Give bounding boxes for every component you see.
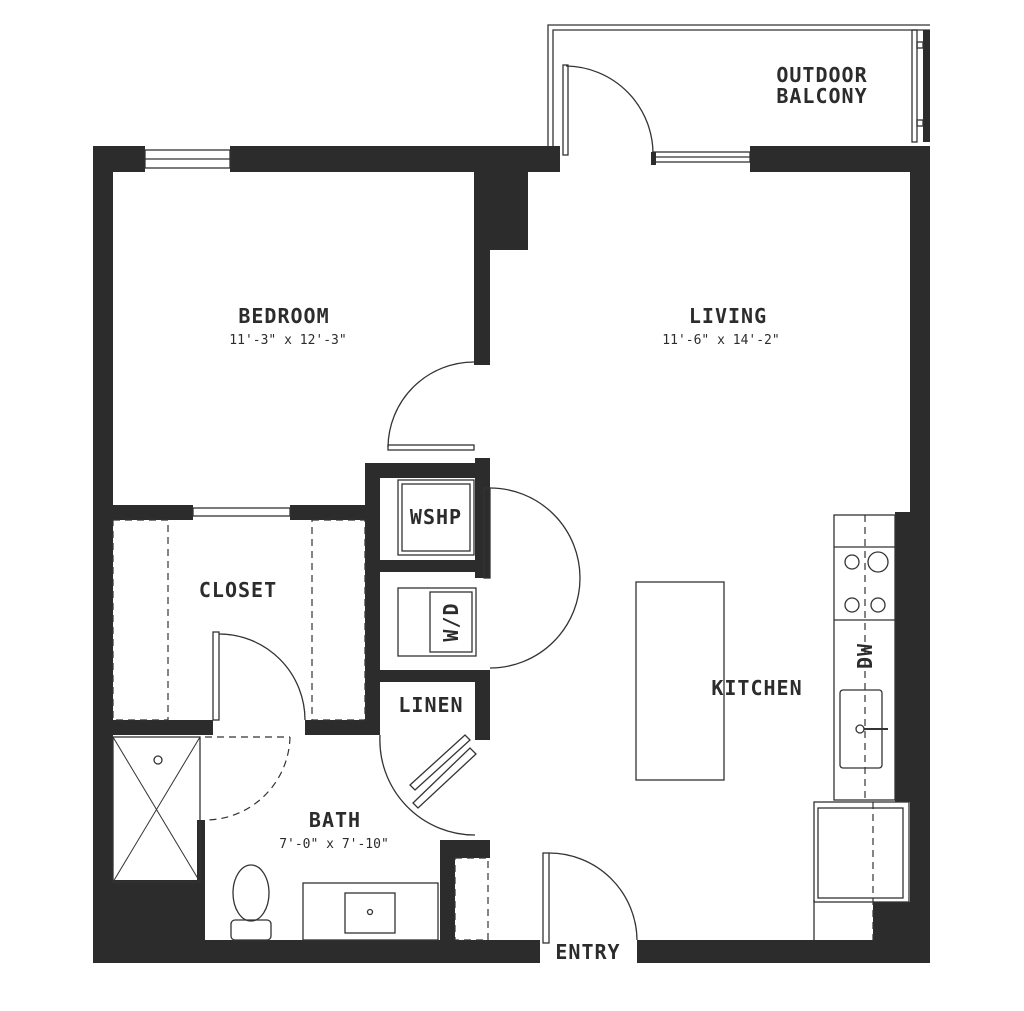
bath-label: BATH	[309, 808, 361, 832]
entry-label: ENTRY	[555, 940, 620, 964]
kitchen-sink	[839, 689, 888, 769]
closet-sliding-doors[interactable]	[192, 507, 291, 517]
kitchen-label: KITCHEN	[711, 676, 802, 700]
laundry-door[interactable]	[483, 487, 581, 669]
balcony-door[interactable]	[562, 64, 654, 156]
shower	[112, 736, 201, 883]
balcony-label: OUTDOOR	[776, 63, 867, 87]
balcony-railing	[547, 24, 930, 147]
bedroom-label: BEDROOM	[238, 304, 329, 328]
bedroom-dimensions: 11'-3" x 12'-3"	[229, 333, 346, 348]
interior-walls	[113, 172, 528, 940]
range-stove	[844, 551, 889, 613]
linen-bifold-door[interactable]	[379, 734, 477, 836]
living-label: LIVING	[689, 304, 767, 328]
kitchen-counter	[833, 514, 896, 801]
balcony-label-2: BALCONY	[776, 84, 867, 108]
closet-shelving	[112, 519, 366, 721]
washer-dryer	[397, 587, 477, 657]
toilet	[230, 864, 272, 941]
closet-label: CLOSET	[199, 578, 277, 602]
linen-shelves	[454, 857, 489, 941]
balcony-sliding-window	[651, 151, 751, 165]
exterior-walls	[93, 146, 930, 963]
dishwasher-label: DW	[853, 643, 877, 669]
bedroom-door[interactable]	[387, 361, 475, 451]
wshp-label: WSHP	[410, 505, 462, 529]
closet-door[interactable]	[212, 631, 306, 721]
linen-label: LINEN	[398, 693, 463, 717]
bath-vanity	[302, 882, 439, 941]
refrigerator	[813, 801, 910, 940]
living-dimensions: 11'-6" x 14'-2"	[662, 333, 779, 348]
wshp-unit	[397, 479, 475, 556]
kitchen-island	[635, 581, 725, 781]
wd-label: W/D	[439, 602, 463, 641]
entry-door[interactable]	[542, 852, 638, 944]
bedroom-window	[144, 149, 231, 169]
bath-dimensions: 7'-0" x 7'-10"	[279, 837, 389, 852]
bath-door[interactable]	[204, 736, 291, 821]
